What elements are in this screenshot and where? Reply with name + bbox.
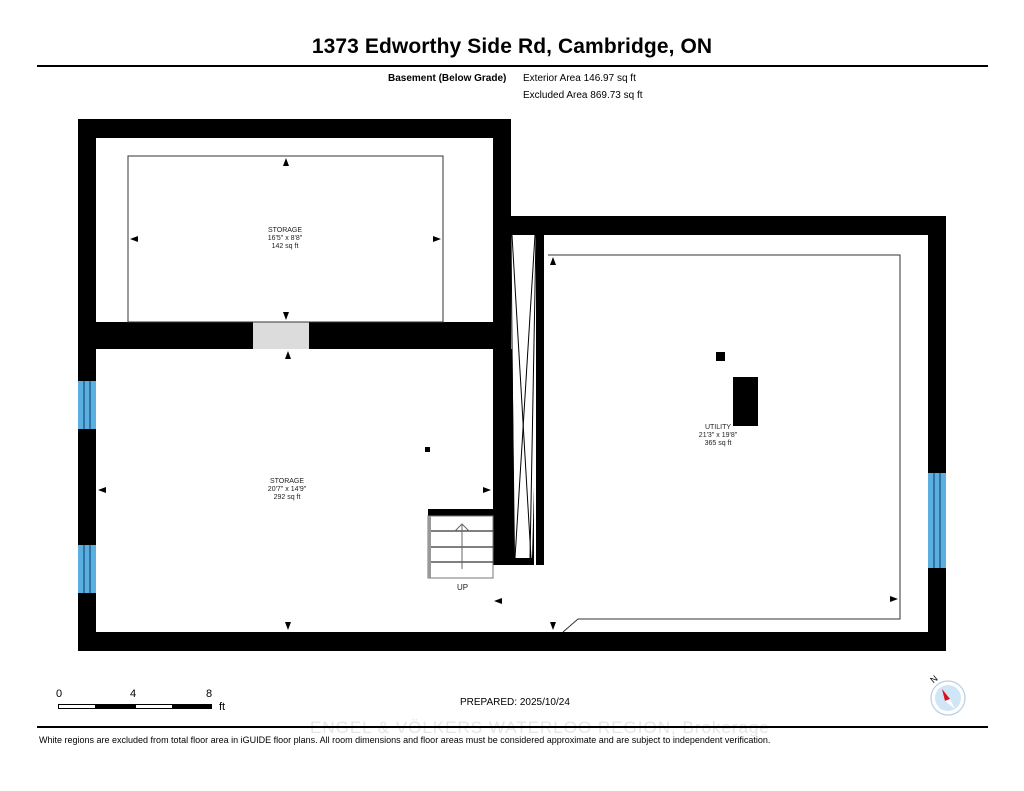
room-storage-upper: STORAGE 16'5" x 8'8" 142 sq ft — [268, 227, 303, 251]
exterior-area: Exterior Area 146.97 sq ft — [523, 73, 636, 84]
footer-disclaimer: White regions are excluded from total fl… — [39, 735, 771, 745]
room-name: UTILITY — [704, 424, 732, 431]
stairs — [427, 515, 494, 579]
room-area: 142 sq ft — [271, 243, 299, 250]
dimension-arrows — [98, 158, 898, 630]
utility-furnace — [733, 377, 758, 426]
room-dimensions: 16'5" x 8'8" — [267, 235, 303, 242]
scale-segment — [58, 704, 96, 709]
scale-bar: 0 4 8 ft — [50, 688, 250, 718]
prepared-date: PREPARED: 2025/10/24 — [460, 697, 570, 708]
room-name: STORAGE — [267, 227, 303, 234]
utility-post — [716, 352, 725, 361]
storage-post — [425, 447, 430, 452]
scale-segment — [135, 704, 173, 709]
windows — [78, 381, 946, 593]
compass-icon: N — [928, 673, 966, 716]
chase — [510, 234, 544, 565]
room-area: 365 sq ft — [704, 440, 732, 447]
scale-tick-4: 4 — [130, 688, 137, 700]
excluded-area: Excluded Area 869.73 sq ft — [523, 90, 643, 101]
header-divider — [37, 65, 988, 67]
page-title: 1373 Edworthy Side Rd, Cambridge, ON — [311, 35, 713, 58]
scale-unit: ft — [219, 701, 226, 713]
room-outlines — [127, 155, 901, 633]
compass-north-label: N — [928, 673, 939, 685]
scale-tick-0: 0 — [56, 688, 63, 700]
floor-label: Basement (Below Grade) — [388, 73, 507, 84]
room-storage-lower: STORAGE 20'7" x 14'9" 292 sq ft — [268, 478, 306, 502]
room-name: STORAGE — [269, 478, 305, 485]
scale-segment — [96, 704, 135, 709]
scale-segment — [173, 704, 212, 709]
room-dimensions: 21'3" x 19'8" — [698, 432, 738, 439]
room-area: 292 sq ft — [273, 494, 301, 501]
scale-tick-8: 8 — [206, 688, 213, 700]
room-utility: UTILITY 21'3" x 19'8" 365 sq ft — [699, 424, 737, 448]
stairs-up-label: UP — [457, 583, 469, 592]
footer-divider — [37, 726, 988, 728]
room-dimensions: 20'7" x 14'9" — [267, 486, 307, 493]
door-opening — [253, 322, 309, 349]
